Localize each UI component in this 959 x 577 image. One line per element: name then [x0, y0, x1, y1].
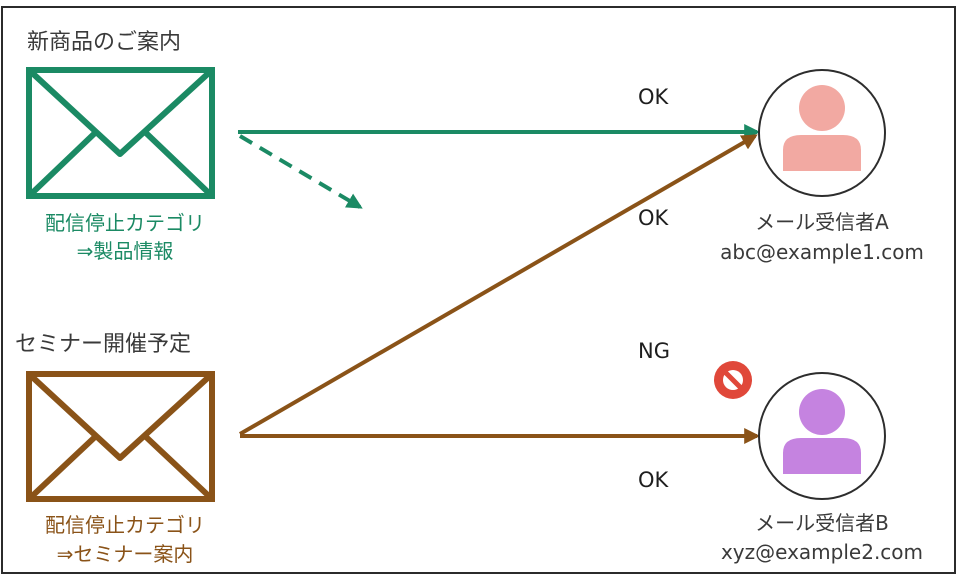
envelope-icon [26, 371, 215, 502]
arrow-seminar-to-a [238, 134, 758, 436]
diagram-frame [1, 6, 956, 574]
message-title-product: 新商品のご案内 [27, 30, 182, 55]
recipient-b-name: メール受信者B [755, 511, 889, 535]
status-label-seminar-to-a: OK [638, 206, 669, 230]
category-label-seminar-line2: ⇒セミナー案内 [56, 542, 194, 566]
status-label-product-to-a: OK [638, 85, 669, 109]
recipient-b-email: xyz@example2.com [720, 540, 924, 564]
category-label-seminar-line1: 配信停止カテゴリ [45, 513, 205, 537]
arrow-product-to-b-dashed [238, 134, 363, 209]
recipient-a-name: メール受信者A [755, 210, 889, 234]
person-icon [758, 69, 886, 197]
recipient-a-email: abc@example1.com [720, 240, 924, 264]
person-icon [758, 372, 886, 500]
category-label-product-line2: ⇒製品情報 [76, 239, 174, 263]
prohibited-icon [714, 361, 752, 399]
message-title-seminar: セミナー開催予定 [15, 332, 192, 357]
status-label-seminar-to-b: OK [638, 468, 669, 492]
envelope-icon [26, 67, 215, 199]
status-label-product-to-b-blocked: NG [638, 339, 670, 363]
category-label-product-line1: 配信停止カテゴリ [45, 211, 205, 235]
